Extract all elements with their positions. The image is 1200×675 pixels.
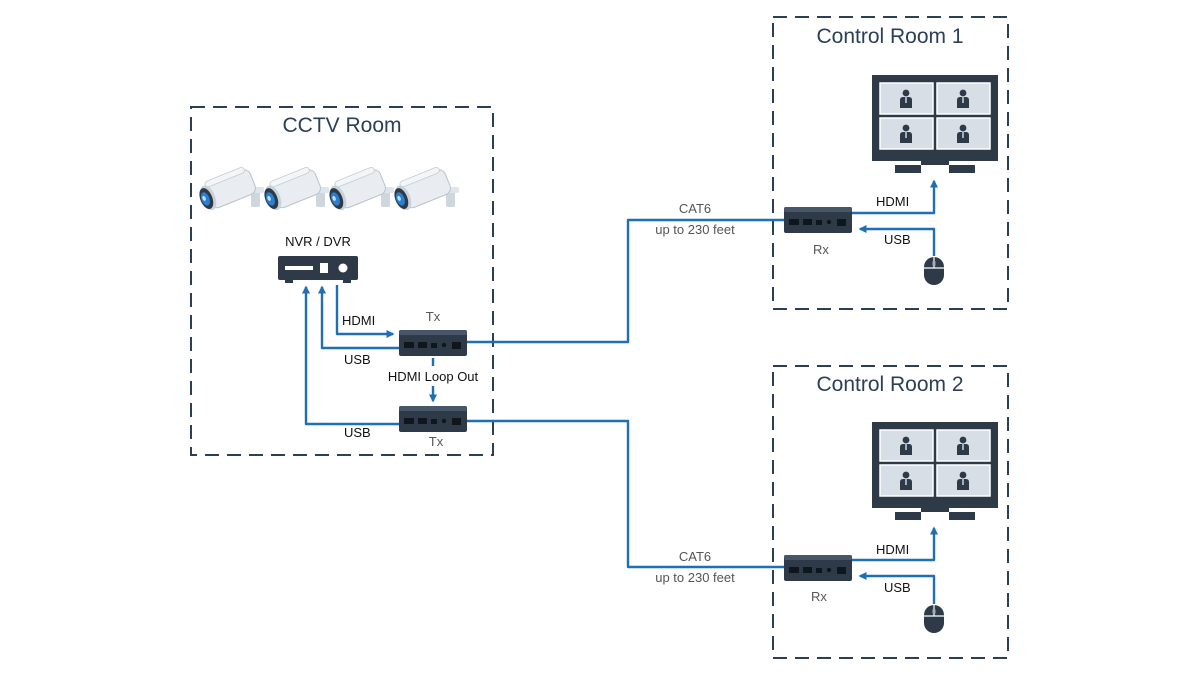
rx-label-room-2: Rx <box>811 589 827 604</box>
cctv-room-title: CCTV Room <box>282 114 401 137</box>
cat6-link-2-line <box>467 419 784 569</box>
control-room-1-title: Control Room 1 <box>816 25 963 48</box>
usb-tx-to-nvr-line <box>318 285 400 350</box>
monitor-icon-room-2 <box>872 422 998 520</box>
cat6-link-1-line <box>467 218 784 344</box>
control-room-2-border <box>772 365 1009 659</box>
cctv-camera-icon <box>259 164 330 214</box>
mouse-icon-room-1 <box>923 256 945 286</box>
distance-label-1: up to 230 feet <box>655 222 735 237</box>
cctv-camera-icon <box>324 164 395 214</box>
receiver-room-2-icon <box>784 555 852 581</box>
usb-label-cctv-top: USB <box>344 352 371 367</box>
mouse-icon-room-2 <box>923 604 945 634</box>
rx-label-room-1: Rx <box>813 242 829 257</box>
usb-label-cctv-bottom: USB <box>344 425 371 440</box>
tx-label-top: Tx <box>426 309 441 324</box>
hdmi-rx1-to-monitor-line <box>852 179 938 215</box>
nvr-dvr-icon <box>278 256 358 283</box>
cat6-label-2: CAT6 <box>679 549 711 564</box>
transmitter-top-icon <box>399 330 467 356</box>
cat6-label-1: CAT6 <box>679 201 711 216</box>
cctv-room-border <box>190 106 494 456</box>
nvr-dvr-label: NVR / DVR <box>285 234 351 249</box>
usb-label-room-1: USB <box>884 232 911 247</box>
usb-tx2-to-nvr-line <box>302 285 400 426</box>
hdmi-label-cctv: HDMI <box>342 313 375 328</box>
cctv-camera-icon <box>389 164 460 214</box>
usb-mouse-to-rx1-line <box>858 225 936 256</box>
monitor-icon-room-1 <box>872 75 998 173</box>
receiver-room-1-icon <box>784 207 852 233</box>
hdmi-nvr-to-tx-line <box>335 285 395 338</box>
tx-label-bottom: Tx <box>429 434 444 449</box>
usb-label-room-2: USB <box>884 580 911 595</box>
control-room-1-border <box>772 16 1009 310</box>
hdmi-rx2-to-monitor-line <box>852 526 938 562</box>
control-room-2-title: Control Room 2 <box>816 373 963 396</box>
distance-label-2: up to 230 feet <box>655 570 735 585</box>
cctv-camera-icon <box>194 164 265 214</box>
hdmi-label-room-1: HDMI <box>876 194 909 209</box>
transmitter-bottom-icon <box>399 406 467 432</box>
hdmi-label-room-2: HDMI <box>876 542 909 557</box>
hdmi-loop-out-label: HDMI Loop Out <box>388 369 479 384</box>
usb-mouse-to-rx2-line <box>858 572 936 604</box>
